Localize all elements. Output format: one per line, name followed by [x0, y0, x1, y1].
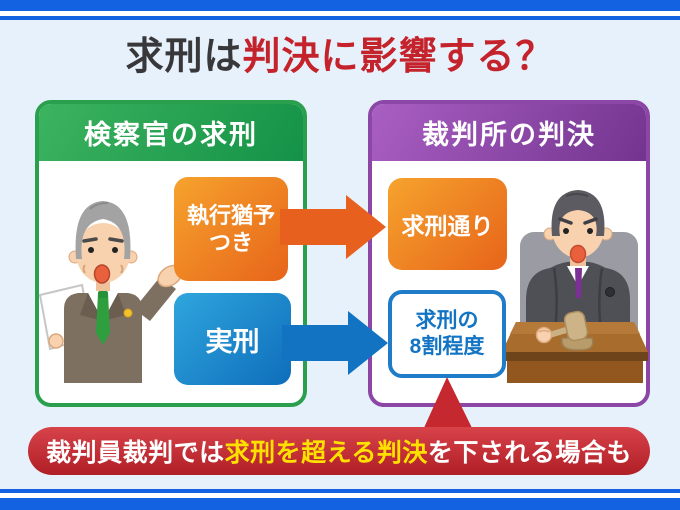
banner-text-1: 裁判員裁判では: [46, 439, 225, 467]
bottom-border-bar: [0, 498, 680, 510]
top-border-stripe: [0, 11, 680, 16]
court-panel-header: 裁判所の判決: [372, 104, 646, 161]
judge-illustration: [502, 190, 648, 383]
suspended-sentence-box: 執行猶予 つき: [174, 177, 288, 281]
eighty-percent-box: 求刑の 8割程度: [388, 290, 506, 378]
prosecutor-panel-header: 検察官の求刑: [39, 104, 303, 161]
blue-arrow-icon: [282, 311, 388, 375]
bottom-border-stripe: [0, 493, 680, 498]
prison-sentence-box: 実刑: [174, 293, 291, 385]
lay-judge-note-banner: 裁判員裁判では求刑を超える判決を下される場合も: [28, 427, 650, 475]
top-border-line: [0, 16, 680, 20]
banner-text-2: を下される場合も: [427, 439, 632, 467]
top-border-bar: [0, 0, 680, 11]
bottom-border-line: [0, 489, 680, 493]
banner-text-highlight: 求刑を超える判決: [224, 439, 428, 467]
title-highlight: 判決に影響する？: [242, 36, 555, 78]
as-requested-box: 求刑通り: [388, 178, 507, 270]
prosecutor-illustration: [38, 201, 183, 383]
gavel-icon: [535, 310, 594, 351]
page-title: 求刑は判決に影響する？: [0, 31, 680, 83]
title-prefix: 求刑は: [125, 36, 243, 78]
callout-pointer-icon: [423, 377, 473, 430]
orange-arrow-icon: [280, 195, 386, 259]
